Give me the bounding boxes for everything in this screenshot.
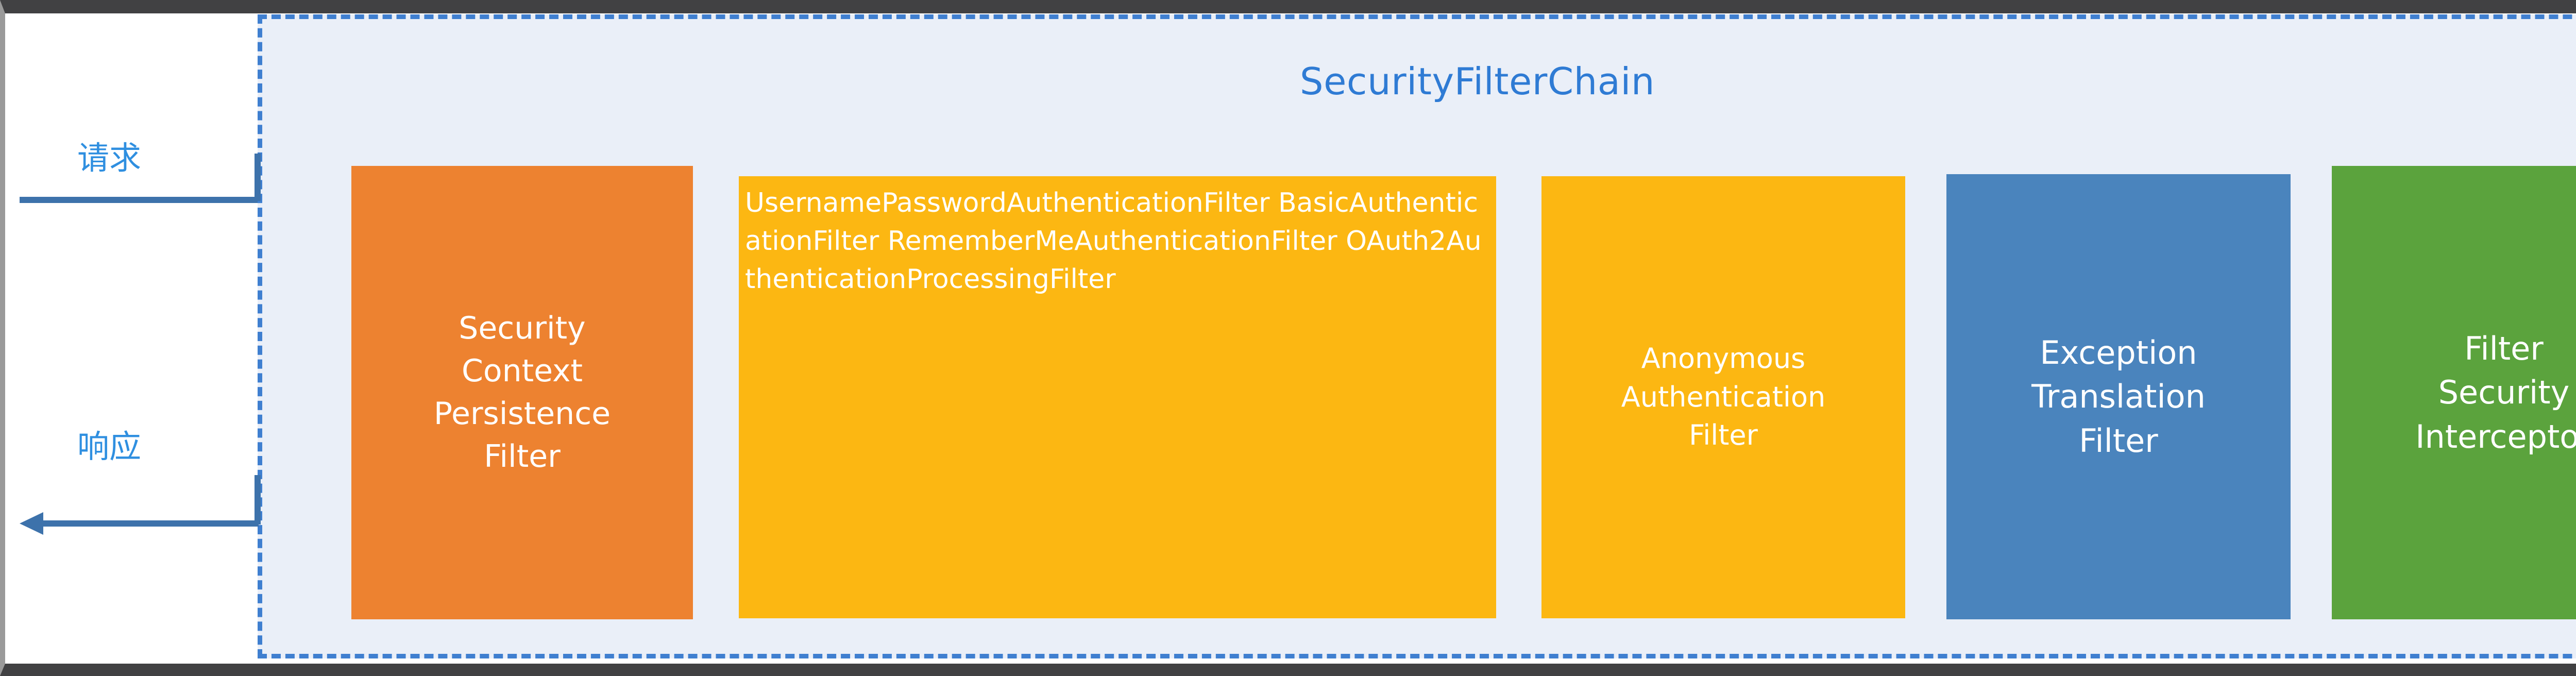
filter-box-security-context-persistence-filter[interactable]: Security Context Persistence Filter: [351, 166, 693, 619]
security-filter-chain-title: SecurityFilterChain: [1299, 60, 1655, 103]
filter-box-label: UsernamePasswordAuthenticationFilter Bas…: [745, 188, 1482, 295]
filter-box-label: Anonymous Authentication Filter: [1621, 342, 1826, 452]
filter-box-filter-security-interceptor[interactable]: Filter Security Interceptor: [2332, 166, 2576, 619]
request-label: 请求: [77, 139, 142, 177]
filter-box-label: Filter Security Interceptor: [2415, 329, 2576, 455]
filter-box-exception-translation-filter[interactable]: Exception Translation Filter: [1946, 174, 2291, 619]
request-arrow-line: [20, 197, 258, 203]
response-arrow-line: [42, 520, 259, 527]
filter-box-anonymous-authentication-filter[interactable]: Anonymous Authentication Filter: [1541, 176, 1905, 618]
response-label: 响应: [77, 428, 142, 465]
request-entry-stub: [255, 154, 261, 201]
response-arrowhead-icon: [20, 512, 43, 535]
filter-box-authentication-filters[interactable]: UsernamePasswordAuthenticationFilter Bas…: [739, 176, 1496, 618]
response-exit-stub: [255, 475, 261, 525]
filter-box-label: Exception Translation Filter: [2031, 333, 2206, 460]
filter-box-label: Security Context Persistence Filter: [433, 310, 611, 475]
